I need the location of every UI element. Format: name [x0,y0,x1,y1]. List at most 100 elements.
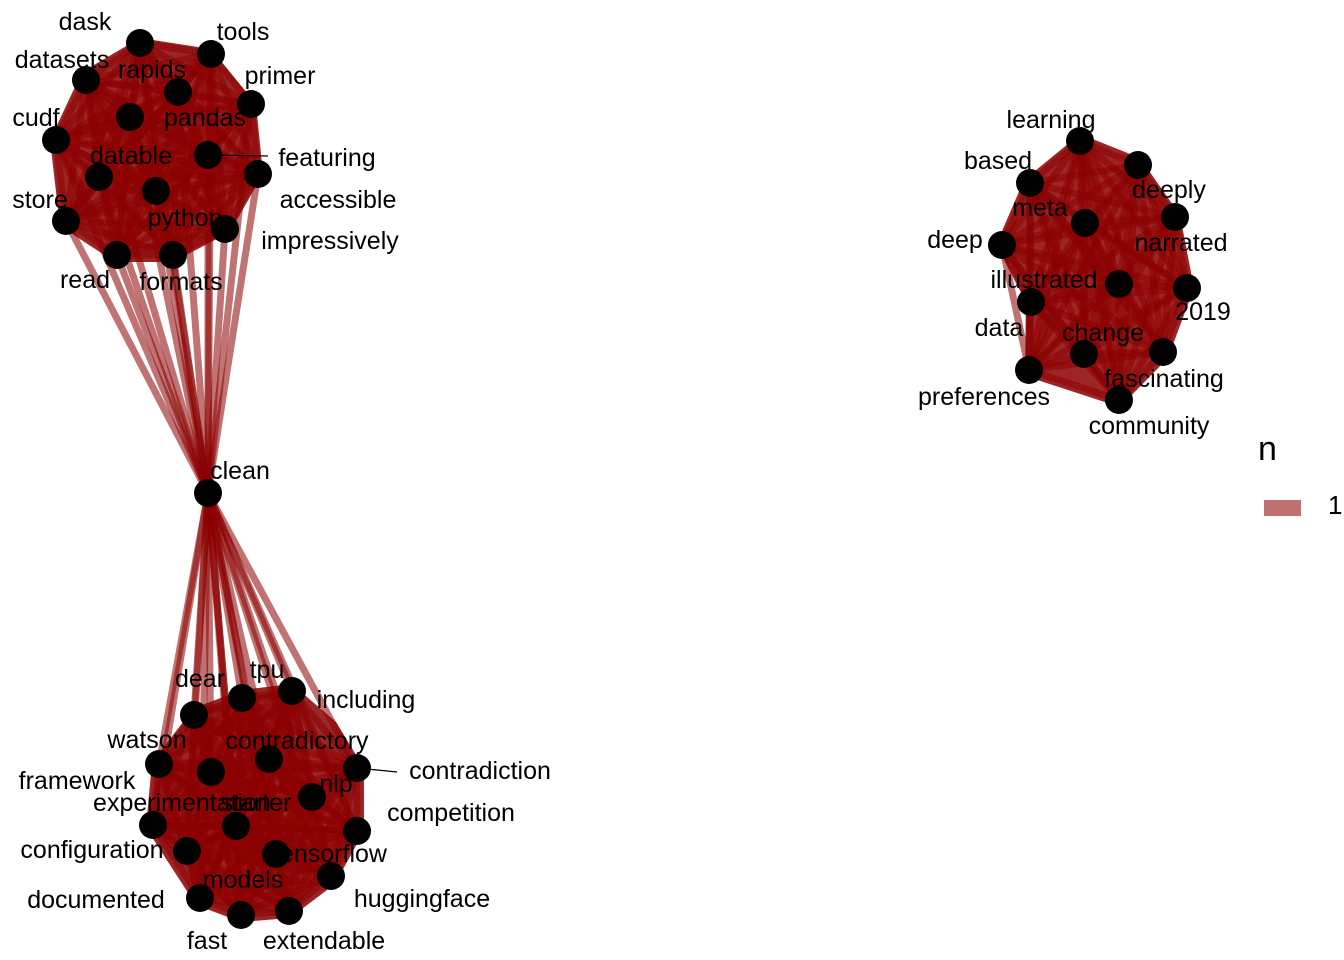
node-label-datasets: datasets [15,46,110,74]
node-extendable [275,897,303,925]
node-clean [194,479,222,507]
node-dask [126,29,154,57]
node-label-formats: formats [139,268,222,296]
node-2019 [1173,274,1201,302]
cluster-fill-1 [50,38,263,262]
node-configuration [139,811,167,839]
edge-impressively-clean [204,225,229,497]
node-label-huggingface: huggingface [354,885,490,913]
node-starter [222,812,250,840]
node-preferences [1015,356,1043,384]
node-pandas [116,103,144,131]
edge-deep-preferences [998,241,1033,374]
node-label-cudf: cudf [12,104,59,132]
node-label-primer: primer [245,62,316,90]
node-label-data: data [975,314,1024,342]
edge-accessible-clean [204,170,262,497]
node-rapids [164,78,192,106]
node-datasets [72,66,100,94]
node-tpu [228,684,256,712]
node-community [1105,386,1133,414]
node-cudf [42,126,70,154]
node-label-learning: learning [1007,106,1096,134]
node-competition [343,817,371,845]
node-label-pandas: pandas [164,104,246,132]
node-label-featuring: featuring [278,144,375,172]
node-label-tpu: tpu [250,656,285,684]
node-featuring [194,141,222,169]
node-tensorflow [173,837,201,865]
node-label-clean: clean [210,457,270,485]
node-fast [227,901,255,929]
node-label-fast: fast [187,927,227,955]
cluster-fill-2 [146,684,364,922]
node-label-contradiction: contradiction [409,757,551,785]
node-label-fascinating: fascinating [1104,365,1224,393]
node-label-nlp: nlp [319,770,352,798]
node-watson [145,750,173,778]
graph-labels: dask tools datasets rapids primer cudf pandas f… [12,8,1231,955]
node-read [103,241,131,269]
node-label-deep: deep [927,226,983,254]
node-deep [988,231,1016,259]
node-tools [197,40,225,68]
cluster-fill-3 [996,134,1194,407]
edge-store-clean [62,217,212,497]
node-label-change: change [1062,319,1144,347]
edge-read-clean [113,251,212,497]
legend: n 1 [1256,430,1344,540]
node-formats [159,241,187,269]
legend-key-label: 1 [1328,490,1343,520]
node-label-tensorflow: tensorflow [273,840,388,868]
node-label-illustrated: illustrated [991,266,1098,294]
node-datable [85,163,113,191]
node-meta [1071,209,1099,237]
node-store [52,207,80,235]
node-label-dear: dear [175,665,225,693]
node-accessible [244,160,272,188]
node-label-tools: tools [217,18,270,46]
node-python [142,177,170,205]
node-deeply [1124,151,1152,179]
node-label-2019: 2019 [1175,298,1231,326]
graph-nodes [42,29,1201,929]
node-label-dask: dask [59,8,112,36]
node-documented [186,884,214,912]
legend-title: n [1258,430,1277,468]
node-label-framework: framework [19,767,136,795]
node-label-starter: starter [221,789,292,817]
node-framework [197,758,225,786]
node-label-narrated: narrated [1134,229,1227,257]
node-label-configuration: configuration [20,836,163,864]
node-impressively [211,215,239,243]
node-label-documented: documented [27,886,165,914]
node-illustrated [1105,270,1133,298]
node-nlp [298,783,326,811]
node-narrated [1161,203,1189,231]
node-models [262,840,290,868]
node-label-datable: datable [90,142,172,170]
node-label-experimentation: experimentation [93,789,271,817]
node-primer [237,90,265,118]
node-label-based: based [964,147,1032,175]
node-label-accessible: accessible [280,186,397,214]
node-label-deeply: deeply [1132,176,1206,204]
node-label-store: store [12,186,68,214]
node-contradictory [255,745,283,773]
node-label-impressively: impressively [261,227,399,255]
node-contradiction [343,754,371,782]
node-label-rapids: rapids [118,56,186,84]
node-label-meta: meta [1012,194,1068,222]
node-label-models: models [203,866,284,894]
edge-formats-clean [169,251,212,497]
node-data [1017,288,1045,316]
node-label-competition: competition [387,799,515,827]
node-including [278,677,306,705]
node-change [1070,340,1098,368]
node-label-extendable: extendable [263,927,385,955]
node-label-preferences: preferences [918,383,1050,411]
legend-key-swatch [1264,500,1301,516]
node-huggingface [317,862,345,890]
node-dear [180,701,208,729]
